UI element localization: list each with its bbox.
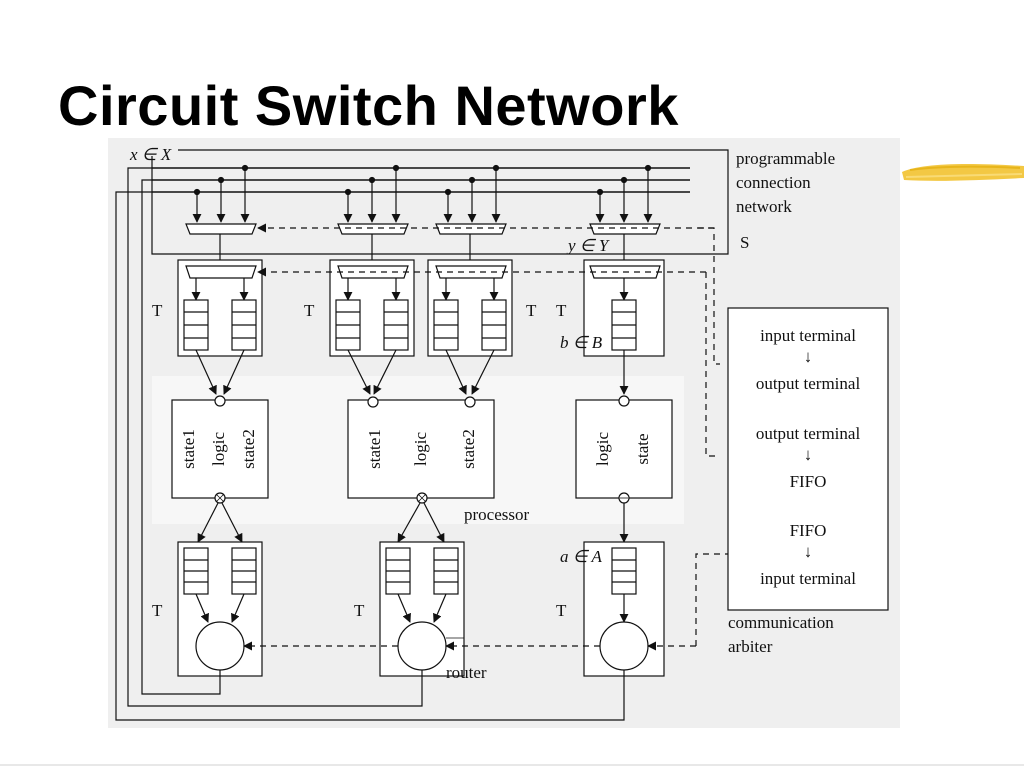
- label-t: T: [556, 601, 567, 620]
- arbiter-input-terminal: input terminal: [760, 569, 856, 588]
- arbiter-down-arrow: ↓: [804, 542, 813, 561]
- label-communication: communication: [728, 613, 834, 632]
- label-s: S: [740, 233, 749, 252]
- processor-state1: state1: [365, 429, 384, 469]
- label-t: T: [152, 601, 163, 620]
- arbiter-input-terminal: input terminal: [760, 326, 856, 345]
- arbiter-fifo: FIFO: [790, 472, 827, 491]
- label-a-in-a: a ∈ A: [560, 547, 603, 566]
- footer-divider: [0, 764, 1024, 766]
- label-processor: processor: [464, 505, 529, 524]
- label-b-in-b: b ∈ B: [560, 333, 603, 352]
- label-router: router: [446, 663, 487, 682]
- arbiter-output-terminal: output terminal: [756, 424, 861, 443]
- label-y-in-y: y ∈ Y: [566, 236, 610, 255]
- arbiter-fifo: FIFO: [790, 521, 827, 540]
- label-arbiter: arbiter: [728, 637, 773, 656]
- arbiter-output-terminal: output terminal: [756, 374, 861, 393]
- label-t: T: [354, 601, 365, 620]
- processor-logic: logic: [411, 432, 430, 466]
- label-t: T: [304, 301, 315, 320]
- yellow-brush-stroke-decoration: [902, 164, 1024, 181]
- processor-state1: state1: [179, 429, 198, 469]
- label-t: T: [526, 301, 537, 320]
- processor-logic: logic: [209, 432, 228, 466]
- processor-logic: logic: [593, 432, 612, 466]
- diagram-canvas: x ∈ X programmable connection network S …: [115, 145, 889, 721]
- processor-state2: state2: [459, 429, 478, 469]
- label-x-in-x: x ∈ X: [129, 145, 172, 164]
- processor-state2: state2: [239, 429, 258, 469]
- label-programmable: programmable: [736, 149, 835, 168]
- processor-state: state: [633, 433, 652, 464]
- arbiter-down-arrow: ↓: [804, 445, 813, 464]
- label-network: network: [736, 197, 792, 216]
- slide-title: Circuit Switch Network: [58, 74, 679, 137]
- arbiter-down-arrow: ↓: [804, 347, 813, 366]
- circuit-switch-diagram: x ∈ X programmable connection network S …: [108, 138, 900, 728]
- label-t: T: [152, 301, 163, 320]
- label-connection: connection: [736, 173, 811, 192]
- label-t: T: [556, 301, 567, 320]
